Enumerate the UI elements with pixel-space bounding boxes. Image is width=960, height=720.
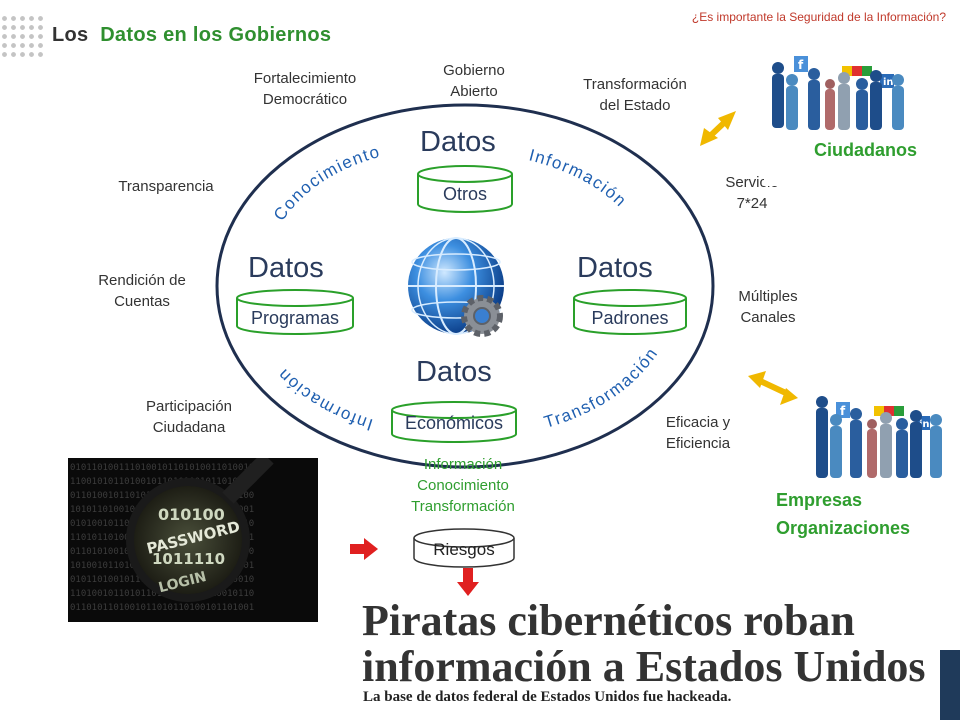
label-fortalecimiento: Fortalecimiento Democrático	[253, 70, 357, 108]
arc-informacion-bottom: Información	[273, 364, 373, 434]
people-image-bottom: f in	[812, 384, 956, 480]
double-arrow-bottom-icon	[748, 371, 798, 405]
svg-text:in: in	[883, 77, 894, 88]
arrow-down-icon	[457, 568, 479, 596]
datos-bottom: Datos	[416, 356, 492, 388]
label-transformacion-estado: Transformación del Estado	[583, 76, 687, 114]
people-silhouettes-icon: f in	[772, 56, 904, 130]
label-rendicion: Rendición de Cuentas	[98, 272, 186, 310]
stack-conocimiento: Conocimiento	[417, 477, 509, 494]
programas-label: Programas	[250, 308, 340, 328]
group-empresas-line1: Empresas	[776, 490, 863, 510]
info-stack: Información Conocimiento Transformación	[398, 454, 528, 517]
news-headline-line1: Piratas cibernéticos roban	[362, 596, 855, 645]
news-headline-line2: información a Estados Unidos	[362, 642, 926, 691]
svg-text:1011110: 1011110	[152, 550, 225, 568]
cylinder-economicos	[391, 401, 517, 443]
svg-text:Información: Información	[527, 145, 631, 211]
label-eficacia: Eficacia y Eficiencia	[665, 414, 731, 452]
cylinder-otros	[417, 165, 513, 213]
otros-label: Otros	[442, 184, 487, 204]
news-headline: Piratas cibernéticos roban información a…	[362, 598, 926, 690]
cylinder-padrones	[573, 289, 687, 335]
label-multiples-canales: Múltiples Canales	[738, 288, 798, 326]
arc-informacion-top: Información	[527, 145, 629, 211]
datos-top: Datos	[420, 126, 496, 158]
security-question: ¿Es importante la Seguridad de la Inform…	[691, 10, 946, 24]
svg-text:010110100111010010110101001101: 0101101001110100101101010011010010	[70, 463, 254, 473]
label-transparencia: Transparencia	[118, 178, 214, 195]
page-title: Los Datos en los Gobiernos	[52, 24, 332, 46]
globe-gear-icon	[408, 237, 504, 337]
label-participacion: Participación Ciudadana	[146, 398, 232, 436]
stack-informacion: Información	[423, 456, 503, 473]
decorative-dots	[0, 14, 44, 60]
password-image: 0101101001110100101101010011010010 11001…	[68, 458, 318, 622]
svg-text:Conocimiento: Conocimiento	[270, 142, 383, 224]
people-silhouettes-icon: f in	[816, 396, 942, 478]
arc-conocimiento: Conocimiento	[270, 142, 381, 224]
label-gobierno-abierto: Gobierno Abierto	[443, 62, 505, 100]
padrones-label: Padrones	[591, 308, 669, 328]
economicos-label: Económicos	[404, 413, 504, 433]
group-empresas: Empresas Organizaciones	[776, 486, 910, 542]
svg-text:110010101101001011010100101101: 1100101011010010110101001011010101	[70, 477, 254, 487]
stack-transformacion: Transformación	[411, 498, 515, 515]
double-arrow-top-icon	[700, 111, 736, 146]
svg-text:f: f	[798, 58, 804, 72]
arrow-right-icon	[350, 538, 378, 560]
central-ellipse	[215, 103, 715, 469]
svg-text:010100: 010100	[158, 505, 225, 524]
svg-text:in: in	[919, 419, 930, 430]
cylinder-programas	[236, 289, 354, 335]
news-subheadline: La base de datos federal de Estados Unid…	[363, 689, 732, 705]
svg-text:f: f	[840, 404, 846, 418]
people-image-top: f in Ciudadanos	[764, 54, 940, 186]
riesgos-label: Riesgos	[433, 540, 495, 559]
cylinder-riesgos	[413, 528, 515, 568]
svg-text:Transformación: Transformación	[542, 344, 662, 432]
group-empresas-line2: Organizaciones	[776, 518, 911, 538]
svg-text:011010110100101101011010010110: 0110101101001011010110100101101001	[70, 603, 254, 613]
binary-pattern: 0101101001110100101101010011010010 11001…	[70, 458, 274, 613]
news-side-bar	[940, 650, 960, 720]
datos-right: Datos	[577, 252, 653, 284]
datos-left: Datos	[248, 252, 324, 284]
group-ciudadanos: Ciudadanos	[814, 140, 918, 160]
svg-text:Información: Información	[273, 364, 375, 434]
arc-transformacion: Transformación	[542, 344, 661, 432]
